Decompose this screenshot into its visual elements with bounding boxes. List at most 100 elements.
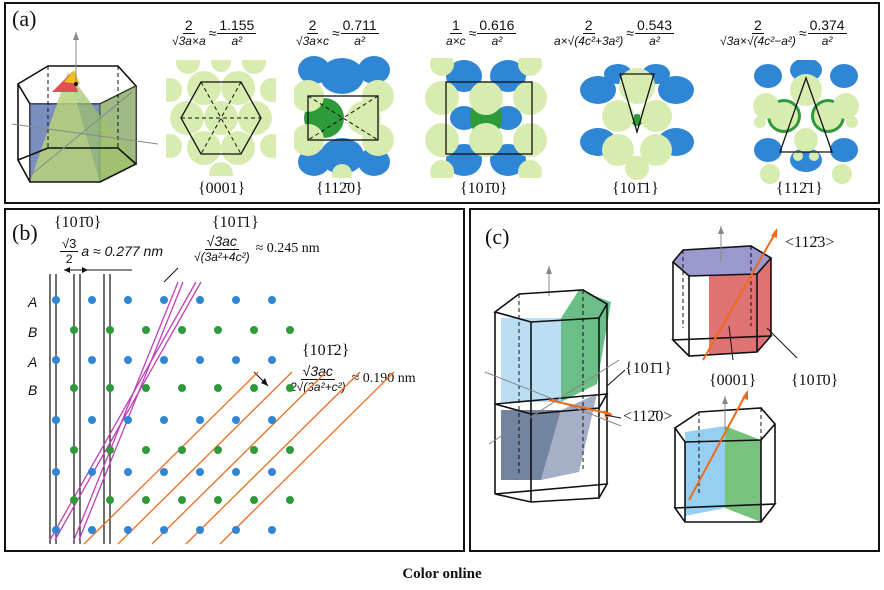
plane-trace-1011 xyxy=(73,281,179,541)
approx-sign: ≈ xyxy=(208,25,217,41)
lattice-atom xyxy=(268,416,276,424)
direction-label-c-1120: <112̄0> xyxy=(623,408,673,425)
panel-a-label: (a) xyxy=(12,6,37,31)
lattice-atom xyxy=(286,446,294,454)
lattice-atom xyxy=(196,526,204,534)
plane-label-1010: {101̄0} xyxy=(460,180,508,197)
expr-1011: √3ac√(3a²+4c²) ≈ 0.245 nm xyxy=(192,234,320,265)
approx-sign: ≈ xyxy=(468,25,477,41)
lattice-atom xyxy=(142,384,150,392)
expr-value: a ≈ 0.277 nm xyxy=(81,243,163,259)
lattice-atom xyxy=(160,356,168,364)
panel-c: (c) xyxy=(469,208,880,552)
lattice-atom xyxy=(124,356,132,364)
formula-denominator: a×√(4c²+3a²) xyxy=(554,34,624,48)
lattice-atom xyxy=(250,446,258,454)
lattice-atom xyxy=(160,468,168,476)
plane-label-b-1010: {101̄0} xyxy=(54,214,102,231)
lattice-atom xyxy=(214,446,222,454)
lattice-atom xyxy=(286,384,294,392)
lattice-atom xyxy=(106,496,114,504)
formula-unit: a² xyxy=(491,34,503,48)
lattice-atom xyxy=(196,468,204,476)
lattice-atom xyxy=(232,416,240,424)
plane-label-c-1011: {101̄1} xyxy=(625,360,672,377)
formula-value: 0.543 xyxy=(634,17,675,34)
figure-caption: Color online xyxy=(402,566,482,582)
lattice-atom xyxy=(106,446,114,454)
plane-trace-1012 xyxy=(83,371,259,545)
lattice-atom xyxy=(88,416,96,424)
lattice-atom xyxy=(178,446,186,454)
lattice-atom xyxy=(250,384,258,392)
lattice-atom xyxy=(232,526,240,534)
expr-denominator: √(3a²+4c²) xyxy=(194,250,250,264)
lattice-figure xyxy=(49,267,395,545)
lattice-atom xyxy=(160,416,168,424)
lattice-atom xyxy=(88,356,96,364)
expr-denominator: 2√(3a²+c²) xyxy=(290,380,346,394)
lattice-atom xyxy=(232,296,240,304)
lattice-atom xyxy=(178,326,186,334)
formula-denominator: √3a×√(4c²−a²) xyxy=(720,34,796,48)
plane-trace-1012 xyxy=(185,371,361,545)
lattice-atom xyxy=(286,496,294,504)
formula-numerator: 2 xyxy=(306,17,319,34)
formula-denominator: a×c xyxy=(446,34,466,48)
plane-label-c-1010: {101̄0} xyxy=(791,372,839,389)
packing-1011 xyxy=(580,64,694,180)
lattice-atom xyxy=(124,526,132,534)
lattice-atom xyxy=(214,384,222,392)
lattice-atom xyxy=(88,468,96,476)
lattice-atom xyxy=(268,526,276,534)
plane-label-b-1011: {101̄1} xyxy=(212,214,259,231)
lattice-atom xyxy=(124,296,132,304)
panel-c-figures xyxy=(484,226,798,523)
lattice-atom xyxy=(52,468,60,476)
hcp-prism-figure xyxy=(12,32,159,183)
plane-label-b-1012: {101̄2} xyxy=(302,342,350,359)
lattice-atom xyxy=(250,496,258,504)
lattice-atom xyxy=(160,526,168,534)
lattice-atom xyxy=(52,296,60,304)
formula-unit: a² xyxy=(649,34,660,48)
lattice-atom xyxy=(214,496,222,504)
lattice-atom xyxy=(214,326,222,334)
lattice-atom xyxy=(196,296,204,304)
row-label-b1: B xyxy=(28,324,38,340)
plane-trace-1011 xyxy=(78,281,184,541)
plane-label-c-0001: {0001} xyxy=(709,372,757,389)
plane-trace-1012 xyxy=(151,371,327,545)
direction-label-c-1123: <112̄3> xyxy=(785,234,835,251)
lattice-atom xyxy=(70,384,78,392)
lattice-atom xyxy=(142,326,150,334)
expr-value: ≈ 0.245 nm xyxy=(255,241,320,256)
lattice-atom xyxy=(268,468,276,476)
plane-trace-1011 xyxy=(54,281,202,541)
lattice-atom xyxy=(70,446,78,454)
formula-numerator: 1 xyxy=(449,17,462,34)
formula-numerator: 2 xyxy=(582,17,595,34)
lattice-atom xyxy=(88,296,96,304)
plane-trace-1012 xyxy=(219,371,395,545)
formula-denominator: √3a×c xyxy=(296,34,329,48)
lattice-atom xyxy=(142,496,150,504)
plane-label-1121: {112̄1} xyxy=(776,180,823,197)
lattice-atom xyxy=(196,416,204,424)
expr-denominator: 2 xyxy=(65,252,73,266)
packing-1010 xyxy=(425,58,547,178)
expr-numerator: √3 xyxy=(60,236,79,252)
expr-value: ≈ 0.190 nm xyxy=(351,371,416,386)
formula-value: 0.711 xyxy=(340,17,379,34)
row-label-a1: A xyxy=(28,294,38,310)
lattice-atom xyxy=(52,416,60,424)
plane-label-1011: {101̄1} xyxy=(612,180,659,197)
lattice-atom xyxy=(232,356,240,364)
lattice-atom xyxy=(178,496,186,504)
lattice-atom xyxy=(196,356,204,364)
